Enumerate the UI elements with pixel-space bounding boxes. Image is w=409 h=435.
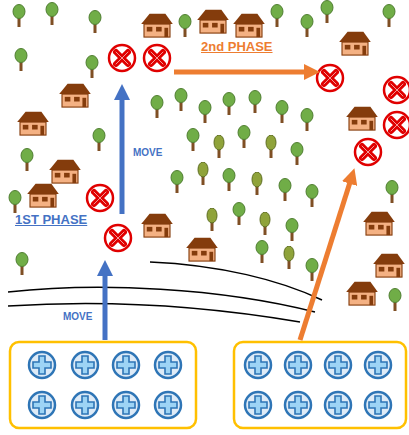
house — [346, 282, 378, 305]
tree — [171, 171, 183, 194]
tree — [16, 253, 28, 276]
phase-label: 1ST PHASE — [14, 213, 88, 228]
enemy-symbol — [317, 65, 343, 91]
house — [17, 112, 49, 135]
tree — [187, 129, 199, 152]
move-arrow — [103, 268, 108, 340]
enemy-symbol — [105, 225, 131, 251]
river-line — [150, 262, 322, 300]
tree — [175, 89, 187, 112]
house — [339, 32, 371, 55]
house — [233, 14, 265, 37]
tree — [198, 162, 208, 185]
enemy-symbol — [109, 45, 135, 71]
tree — [306, 185, 318, 208]
tree — [13, 5, 25, 28]
friendly-symbol — [285, 352, 311, 378]
friendly-symbol — [325, 352, 351, 378]
friendly-symbol — [155, 352, 181, 378]
tree — [271, 5, 283, 28]
house — [186, 238, 218, 261]
friendly-symbol — [29, 392, 55, 418]
move-arrow — [120, 92, 125, 214]
phase-label: 2nd PHASE — [200, 40, 274, 55]
tree — [291, 143, 303, 166]
enemy-symbol — [384, 112, 409, 138]
house — [27, 184, 59, 207]
tree — [93, 129, 105, 152]
tree — [383, 5, 395, 28]
tree — [86, 56, 98, 79]
enemy-symbol — [384, 77, 409, 103]
tree — [89, 11, 101, 34]
tree — [207, 208, 217, 231]
friendly-symbol — [72, 352, 98, 378]
friendly-symbol — [155, 392, 181, 418]
friendly-symbol — [29, 352, 55, 378]
tree — [199, 101, 211, 124]
tree — [306, 259, 318, 282]
friendly-symbol — [365, 392, 391, 418]
tree — [214, 135, 224, 158]
tree — [260, 212, 270, 235]
move-label: MOVE — [62, 311, 93, 323]
tree — [252, 172, 262, 195]
tree — [151, 96, 163, 119]
tree — [238, 126, 250, 149]
tree — [179, 15, 191, 38]
tree — [386, 181, 398, 204]
friendly-symbol — [325, 392, 351, 418]
tree — [21, 149, 33, 172]
phase-arrow — [174, 70, 312, 75]
tree — [389, 289, 401, 312]
enemy-symbol — [87, 185, 113, 211]
move-label: MOVE — [132, 147, 163, 159]
friendly-symbol — [113, 392, 139, 418]
enemy-symbol — [144, 45, 170, 71]
friendly-symbol — [285, 392, 311, 418]
house — [141, 214, 173, 237]
tree — [286, 219, 298, 242]
tree — [233, 203, 245, 226]
friendly-symbol — [245, 392, 271, 418]
house — [363, 212, 395, 235]
phase-arrow — [300, 176, 352, 340]
friendly-symbol — [245, 352, 271, 378]
unit-group-box — [234, 342, 406, 428]
tree — [276, 101, 288, 124]
tree — [256, 241, 268, 264]
tree — [223, 93, 235, 116]
house — [373, 254, 405, 277]
house — [197, 10, 229, 33]
friendly-symbol — [365, 352, 391, 378]
unit-group-box — [10, 342, 196, 428]
tree — [223, 169, 235, 192]
tree — [284, 246, 294, 269]
friendly-symbol — [113, 352, 139, 378]
friendly-symbol — [72, 392, 98, 418]
house — [346, 107, 378, 130]
tree — [9, 191, 21, 214]
river-line — [8, 304, 300, 322]
tree — [46, 3, 58, 26]
tree — [266, 135, 276, 158]
tree — [321, 1, 333, 24]
tree — [279, 179, 291, 202]
house — [49, 160, 81, 183]
tree — [301, 15, 313, 38]
house — [59, 84, 91, 107]
river-line — [8, 287, 315, 312]
tree — [249, 91, 261, 114]
enemy-symbol — [355, 139, 381, 165]
house — [141, 14, 173, 37]
tree — [15, 49, 27, 72]
tree — [301, 109, 313, 132]
